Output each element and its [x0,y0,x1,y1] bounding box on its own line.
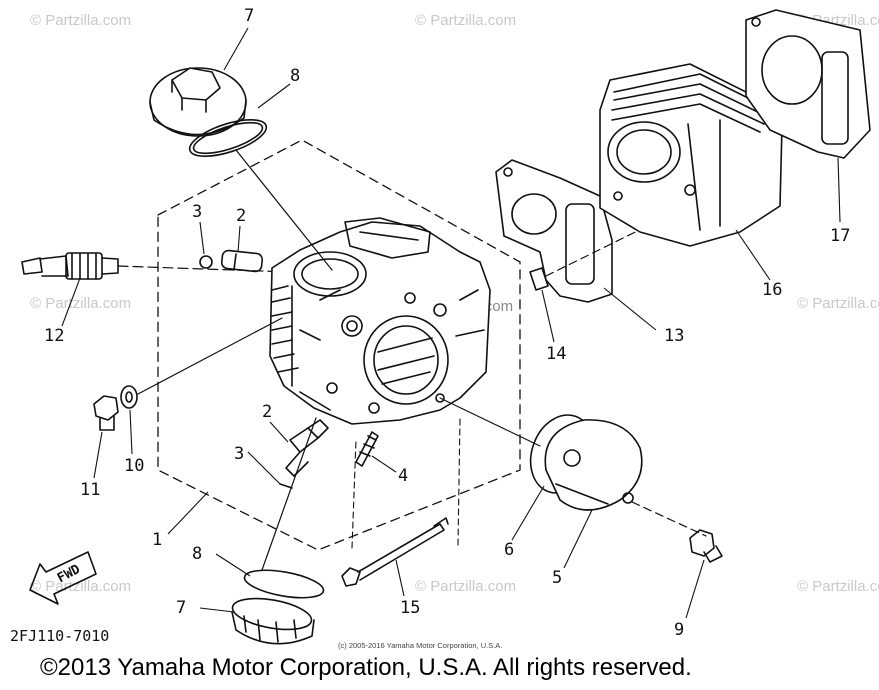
callout-1[interactable]: 1 [152,530,163,550]
callout-6[interactable]: 6 [504,540,515,560]
callout-14[interactable]: 14 [546,344,567,364]
watermark: © Partzilla.com [797,578,879,595]
callout-7[interactable]: 7 [176,598,187,618]
stud-bolt[interactable] [355,431,379,467]
dowel-pin[interactable] [529,267,549,291]
callout-4[interactable]: 4 [398,466,409,486]
callout-2[interactable]: 2 [262,402,273,422]
watermark: © Partzilla.com [30,578,132,595]
callout-17[interactable]: 17 [830,226,851,246]
watermark: © Partzilla.com [30,12,132,29]
callout-3[interactable]: 3 [234,444,245,464]
callout-8[interactable]: 8 [192,544,203,564]
cylinder-head[interactable] [269,217,491,425]
valve-guide-upper[interactable] [199,249,264,273]
diagram-code: 2FJ110-7010 [10,627,110,645]
callout-13[interactable]: 13 [664,326,685,346]
watermark: © Partzilla.com [30,295,132,312]
cylinder-head-assembly-outline [157,139,521,551]
watermark: © Partzilla.com [415,578,517,595]
callout-15[interactable]: 15 [400,598,421,618]
watermark: © Partzilla.com [797,295,879,312]
watermark: © Partzilla.com [415,12,517,29]
callout-9[interactable]: 9 [674,620,685,640]
washer[interactable] [120,385,138,409]
callout-16[interactable]: 16 [762,280,783,300]
tappet-cover[interactable] [544,419,643,511]
callout-12[interactable]: 12 [44,326,65,346]
callout-5[interactable]: 5 [552,568,563,588]
head-gasket[interactable] [745,9,871,159]
cylinder[interactable] [599,63,783,247]
small-copyright: (c) 2005-2016 Yamaha Motor Corporation, … [338,641,503,650]
plug-bolt[interactable] [93,395,119,431]
copyright-notice: ©2013 Yamaha Motor Corporation, U.S.A. A… [40,654,692,681]
forward-arrow-icon [29,551,97,605]
callout-11[interactable]: 11 [80,480,101,500]
long-bolt[interactable] [341,517,449,587]
valve-clip-lower[interactable] [279,483,293,489]
oil-cap-lower[interactable] [230,593,315,645]
callout-3[interactable]: 3 [192,202,203,222]
cylinder-base-gasket[interactable] [495,159,613,303]
cover-bolt[interactable] [689,529,723,563]
callout-7[interactable]: 7 [244,6,255,26]
o-ring-lower[interactable] [243,565,326,603]
callout-2[interactable]: 2 [236,206,247,226]
o-ring-top[interactable] [186,112,271,163]
spark-plug[interactable] [21,252,119,280]
callout-10[interactable]: 10 [124,456,145,476]
callout-8[interactable]: 8 [290,66,301,86]
valve-guide-lower[interactable] [285,419,329,477]
